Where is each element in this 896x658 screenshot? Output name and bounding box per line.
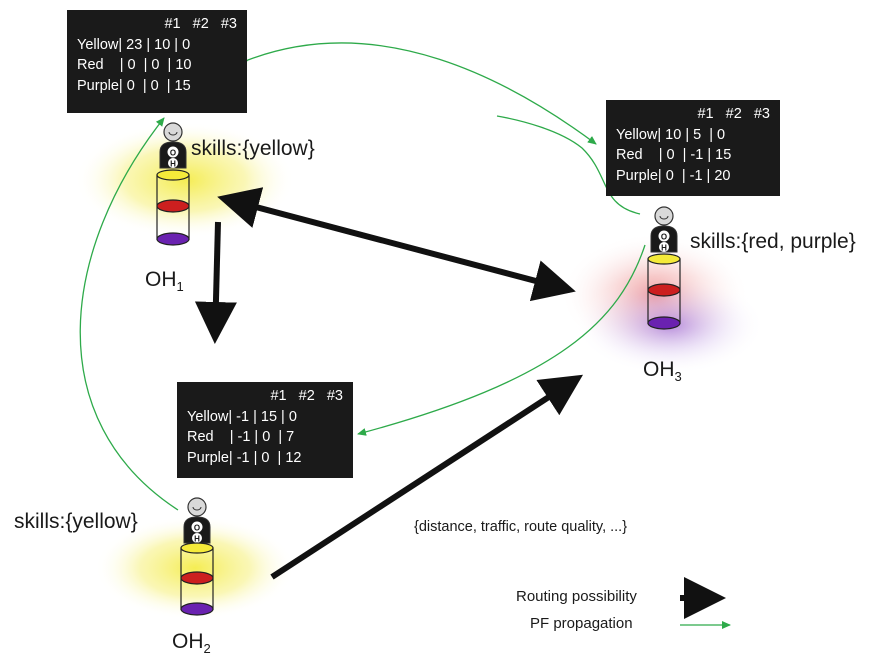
table-row-red: Red | -1 | 0 | 7 — [187, 429, 295, 445]
table-row-yellow: Yellow| -1 | 15 | 0 — [187, 408, 297, 425]
glow-oh2 — [95, 516, 295, 620]
svg-text:O: O — [170, 149, 176, 158]
pf-table-oh3: #1 #2 #3 Yellow| 10 | 5 | 0 Red | 0 | -1… — [606, 100, 780, 196]
routing-arrow-oh1-to-oh2 — [194, 221, 237, 344]
svg-text:H: H — [170, 160, 176, 169]
pf-arrow-oh2-to-table1 — [79, 117, 179, 511]
robot-icon: O H — [159, 122, 187, 169]
robot-icon: O H — [183, 497, 211, 544]
routing-arrow-oh2-to-oh3 — [270, 374, 584, 580]
svg-text:H: H — [661, 244, 667, 253]
table-row-purple: Purple| 0 | 0 | 15 — [77, 77, 191, 94]
oh2-cylinder — [180, 542, 214, 616]
robot-icon: O H — [650, 206, 678, 253]
pf-table-oh2: #1 #2 #3 Yellow| -1 | 15 | 0 Red | -1 | … — [177, 382, 353, 478]
oh1-label: OH1 — [145, 268, 184, 294]
routing-arrow-oh1-oh3 — [217, 187, 576, 302]
table-header: #1 #2 #3 — [270, 388, 343, 404]
table-row-yellow: Yellow| 10 | 5 | 0 — [616, 126, 726, 143]
oh3-skills-label: skills:{red, purple} — [690, 230, 856, 253]
oh1-skills-label: skills:{yellow} — [191, 137, 315, 160]
legend-pf-label: PF propagation — [530, 615, 633, 632]
legend-routing-label: Routing possibility — [516, 588, 637, 605]
table-header: #1 #2 #3 — [164, 16, 237, 32]
route-attributes-note: {distance, traffic, route quality, ...} — [414, 519, 628, 535]
oh1-cylinder — [156, 169, 190, 246]
table-row-purple: Purple| -1 | 0 | 12 — [187, 449, 302, 466]
oh3-cylinder — [647, 253, 681, 330]
pf-table-oh1: #1 #2 #3 Yellow| 23 | 10 | 0 Red | 0 | 0… — [67, 10, 247, 113]
svg-text:O: O — [194, 524, 200, 533]
table-header: #1 #2 #3 — [697, 106, 770, 122]
table-row-red: Red | 0 | -1 | 15 — [616, 147, 732, 163]
table-row-yellow: Yellow| 23 | 10 | 0 — [77, 36, 191, 53]
pf-arrow-table1-to-table2 — [239, 42, 597, 145]
pf-arrow-oh3-to-table3 — [357, 244, 646, 436]
table-row-purple: Purple| 0 | -1 | 20 — [616, 167, 731, 184]
svg-text:H: H — [194, 535, 200, 544]
oh3-label: OH3 — [643, 358, 682, 384]
oh2-label: OH2 — [172, 630, 211, 656]
table-row-red: Red | 0 | 0 | 10 — [77, 57, 192, 73]
svg-text:O: O — [661, 233, 667, 242]
oh2-skills-label: skills:{yellow} — [14, 510, 138, 533]
